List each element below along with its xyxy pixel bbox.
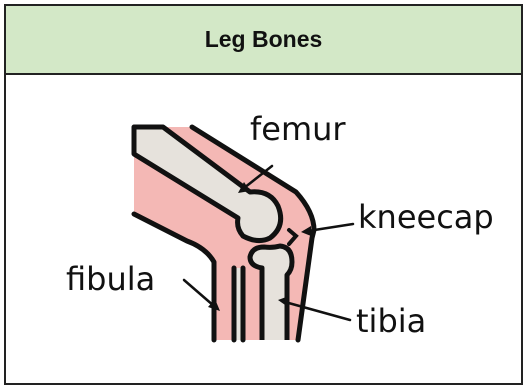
label-kneecap: kneecap [358, 198, 494, 236]
label-femur: femur [250, 110, 346, 148]
label-tibia: tibia [356, 302, 426, 340]
fibula-pointer-line [184, 280, 214, 306]
label-fibula: fibula [66, 260, 155, 298]
